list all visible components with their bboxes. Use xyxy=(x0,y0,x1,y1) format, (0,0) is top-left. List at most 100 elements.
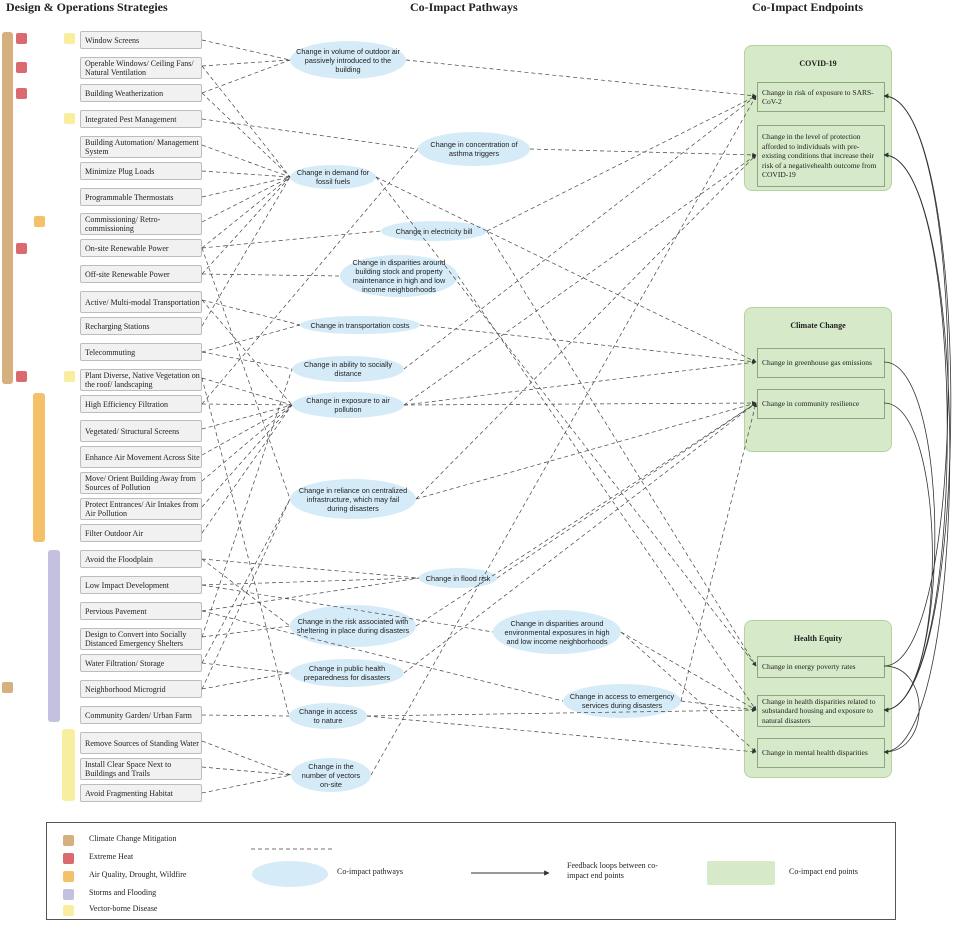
connection-line xyxy=(201,176,291,198)
legend-vector-label: Vector-borne Disease xyxy=(89,904,158,913)
air-marker xyxy=(34,216,45,227)
strategy-item: High Efficiency Filtration xyxy=(80,395,202,413)
endpoint-box: Change in greenhouse gas emissions xyxy=(757,348,885,378)
endpoint-group-title: Health Equity xyxy=(793,634,843,643)
strategy-item: Building Weatherization xyxy=(80,84,202,102)
connection-line xyxy=(201,498,291,690)
legend-heat-label: Extreme Heat xyxy=(89,852,134,861)
connection-line xyxy=(201,324,301,353)
strategy-item: On-site Renewable Power xyxy=(80,239,202,257)
connection-line xyxy=(529,148,757,157)
legend-air-swatch xyxy=(63,871,74,882)
connection-line xyxy=(201,273,341,277)
pathway-ellipse: Change in public health preparedness for… xyxy=(290,659,404,687)
endpoint-box: Change in the level of protection afford… xyxy=(757,125,885,187)
legend-air-label: Air Quality, Drought, Wildfire xyxy=(89,870,187,879)
legend: Climate Change Mitigation Extreme Heat A… xyxy=(46,822,896,920)
legend-storms-swatch xyxy=(63,889,74,900)
endpoint-box: Change in community resilience xyxy=(757,389,885,419)
strategy-item: Telecommuting xyxy=(80,343,202,361)
endpoints-header: Co-Impact Endpoints xyxy=(752,0,864,14)
connection-line xyxy=(201,59,291,94)
feedback-loop xyxy=(883,152,951,753)
connection-line xyxy=(201,403,293,406)
connection-line xyxy=(201,170,291,178)
heat-marker xyxy=(16,243,27,254)
pathway-ellipse: Change in demand for fossil fuels xyxy=(290,165,376,189)
connection-line xyxy=(201,368,293,638)
endpoint-group-title: COVID-19 xyxy=(799,59,837,68)
strategy-item: Enhance Air Movement Across Site xyxy=(80,446,202,468)
mitigation-marker xyxy=(2,682,13,693)
connection-line xyxy=(201,774,292,794)
legend-pathways-label: Co-impact pathways xyxy=(337,867,403,876)
connection-line xyxy=(201,404,293,508)
connection-line xyxy=(201,404,293,482)
connection-line xyxy=(405,59,757,98)
connection-line xyxy=(415,402,757,627)
endpoint-group-title: Climate Change xyxy=(790,321,846,330)
air-quality-bar xyxy=(33,393,45,542)
vector-marker xyxy=(64,371,75,382)
connection-line xyxy=(201,176,291,275)
strategies-header: Design & Operations Strategies xyxy=(6,0,168,14)
connection-line xyxy=(201,299,301,326)
heat-marker xyxy=(16,62,27,73)
connection-line xyxy=(201,176,291,327)
connection-line xyxy=(375,176,757,363)
connection-line xyxy=(375,176,757,667)
strategy-item: Low Impact Development xyxy=(80,576,202,594)
endpoint-box: Change in energy poverty rates xyxy=(757,656,885,678)
legend-arrow-line xyxy=(471,870,550,876)
pathway-ellipse: Change in the number of vectors on-site xyxy=(291,758,371,792)
pathway-ellipse: Change in the risk associated with shelt… xyxy=(290,605,416,647)
strategy-item: Building Automation/ Management System xyxy=(80,136,202,158)
connection-line xyxy=(403,154,757,406)
strategy-item: Avoid the Floodplain xyxy=(80,550,202,568)
connection-line xyxy=(201,672,291,690)
strategy-item: Integrated Pest Management xyxy=(80,110,202,128)
strategy-item: Neighborhood Microgrid xyxy=(80,680,202,698)
strategy-item: Off-site Renewable Power xyxy=(80,265,202,283)
vector-marker xyxy=(64,113,75,124)
strategy-item: Filter Outdoor Air xyxy=(80,524,202,542)
feedback-loop xyxy=(883,402,933,713)
connection-line xyxy=(201,404,293,430)
connection-line xyxy=(201,498,291,664)
connection-line xyxy=(486,95,757,232)
legend-vector-swatch xyxy=(63,905,74,916)
strategy-item: Vegetated/ Structural Screens xyxy=(80,420,202,442)
connection-line xyxy=(201,584,494,633)
strategy-item: Avoid Fragmenting Habitat xyxy=(80,784,202,802)
heat-marker xyxy=(16,88,27,99)
connection-line xyxy=(201,714,290,717)
connection-line xyxy=(201,176,291,249)
connection-line xyxy=(403,95,757,370)
vector-bar xyxy=(62,729,75,801)
connection-line xyxy=(201,144,291,178)
connection-line xyxy=(496,402,757,579)
connection-line xyxy=(370,95,757,776)
connection-line xyxy=(415,402,757,500)
legend-mitigation-swatch xyxy=(63,835,74,846)
pathway-ellipse: Change in disparities around environment… xyxy=(493,610,621,654)
connection-line xyxy=(366,707,757,717)
connection-line xyxy=(403,402,757,674)
storms-bar xyxy=(48,550,60,722)
legend-dashed-line xyxy=(251,848,333,850)
strategy-item: Design to Convert into Socially Distance… xyxy=(80,628,202,650)
connection-line xyxy=(403,400,757,406)
heat-marker xyxy=(16,371,27,382)
connection-line xyxy=(201,625,291,638)
strategy-item: Water Filtration/ Storage xyxy=(80,654,202,672)
pathway-ellipse: Change in concentration of asthma trigge… xyxy=(418,132,530,166)
connection-line xyxy=(620,631,757,753)
connection-line xyxy=(201,377,293,406)
strategy-item: Programmable Thermostats xyxy=(80,188,202,206)
strategy-item: Move/ Orient Building Away from Sources … xyxy=(80,472,202,494)
strategy-item: Plant Diverse, Native Vegetation on the … xyxy=(80,369,202,391)
pathway-ellipse: Change in reliance on centralized infras… xyxy=(290,479,416,519)
connection-line xyxy=(201,577,420,612)
connection-line xyxy=(201,404,293,456)
